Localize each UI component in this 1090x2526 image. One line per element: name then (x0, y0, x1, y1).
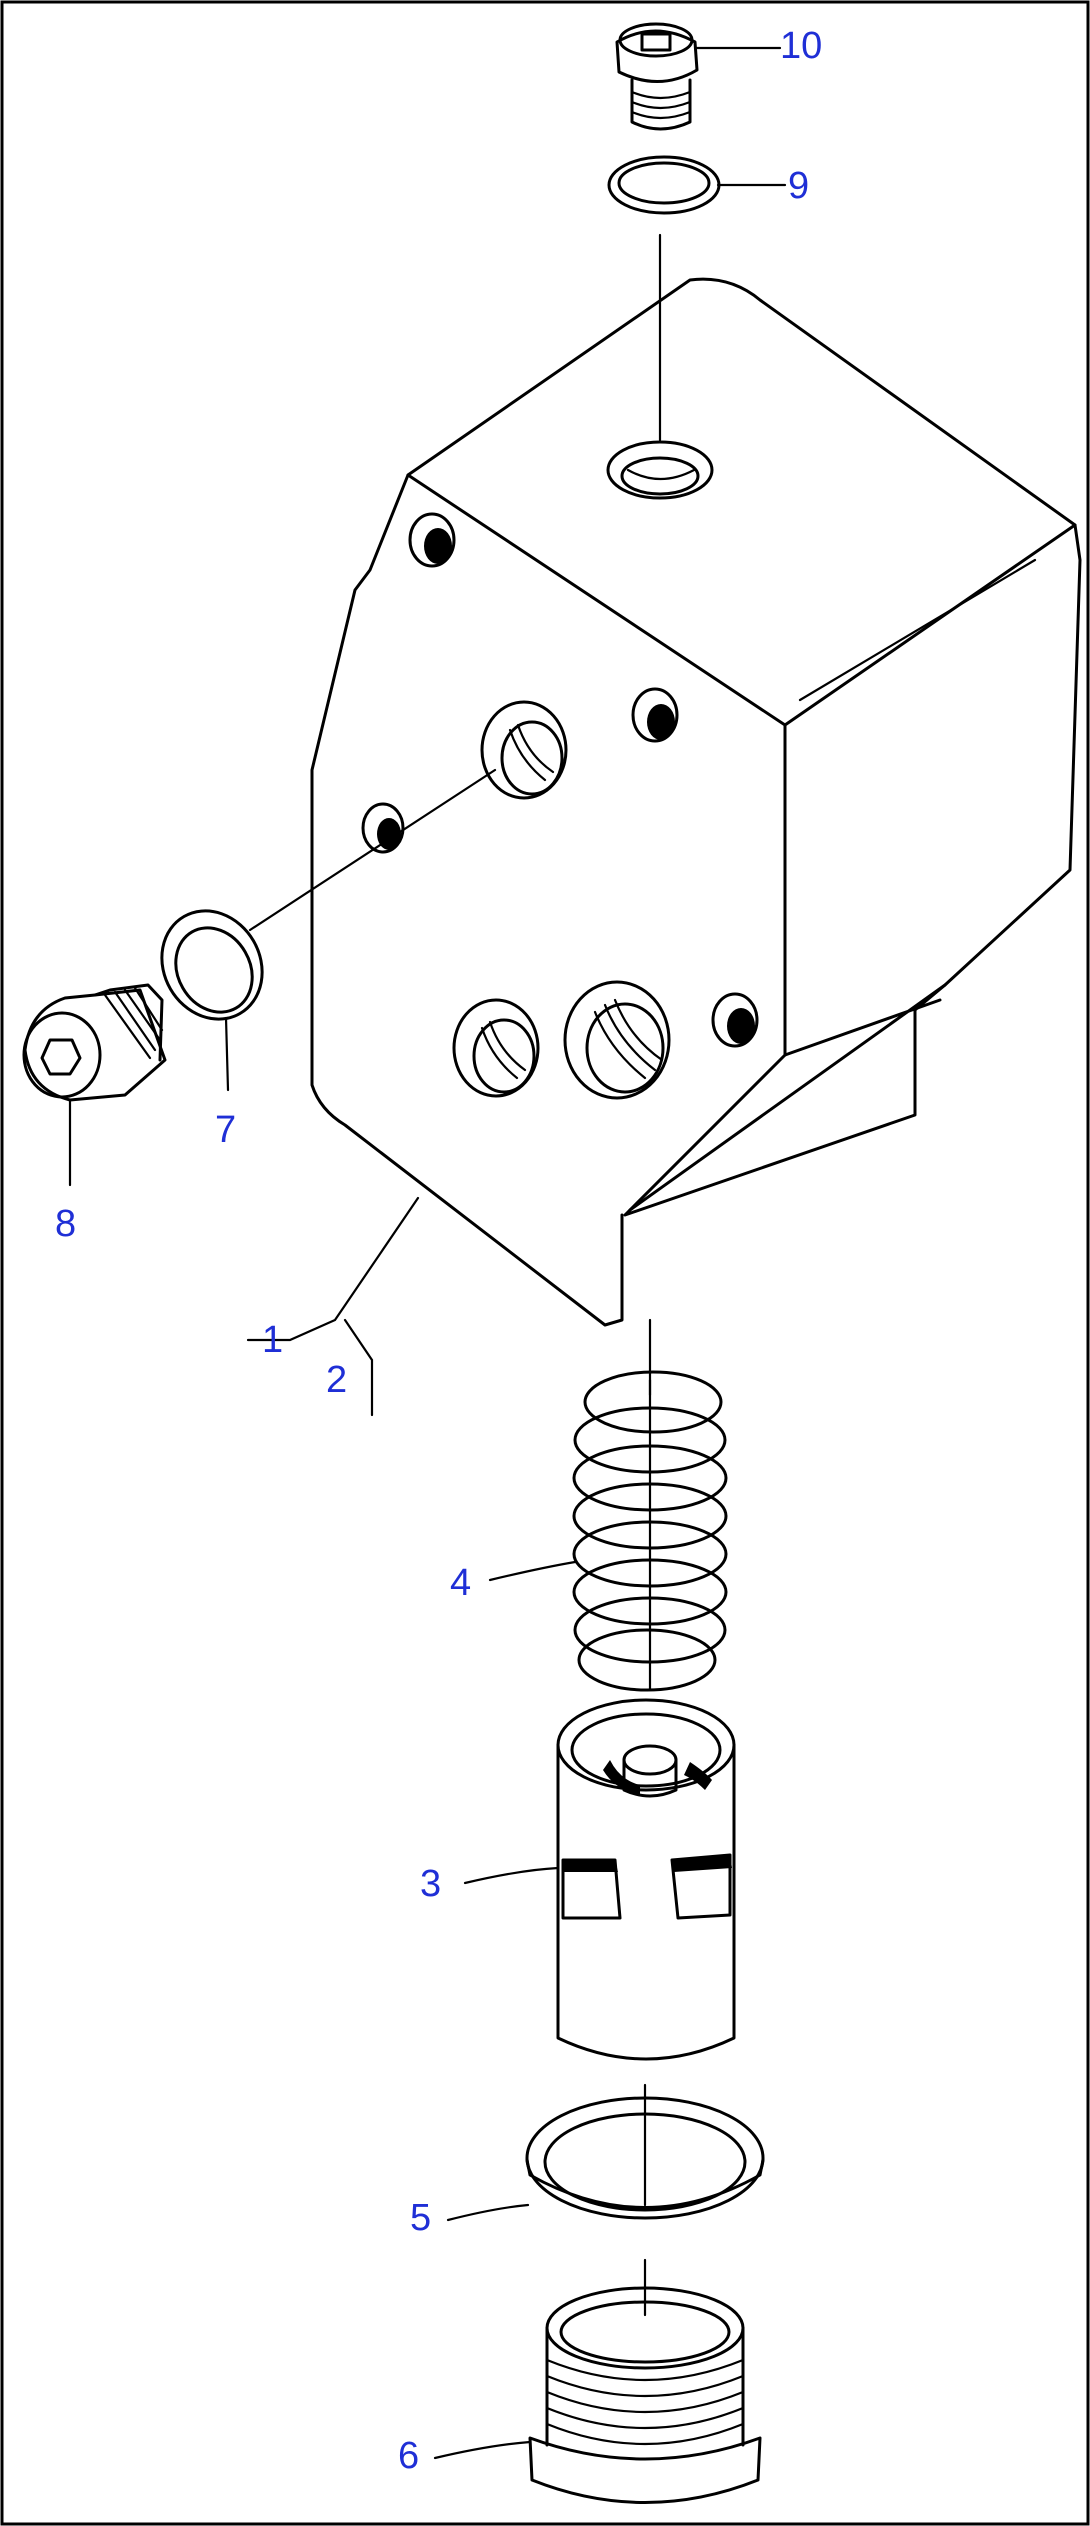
part-7-o-ring (160, 909, 264, 1021)
part-6-cap (528, 2286, 762, 2504)
part-label-7: 7 (215, 1109, 236, 1151)
part-label-8: 8 (55, 1203, 76, 1245)
part-label-5: 5 (410, 2197, 431, 2239)
part-label-10: 10 (780, 25, 822, 67)
part-label-9: 9 (788, 165, 809, 207)
part-label-3: 3 (420, 1863, 441, 1905)
part-1-valve-body (310, 277, 1082, 1327)
leader-4 (488, 1560, 577, 1582)
part-8-plug (22, 983, 167, 1102)
part-label-4: 4 (450, 1562, 471, 1604)
part-3-spool (556, 1698, 736, 2061)
leader-6 (433, 2440, 532, 2460)
part-10-plug (615, 22, 699, 131)
part-label-6: 6 (398, 2435, 419, 2477)
part-9-o-ring (607, 155, 721, 215)
leader-7 (224, 1016, 230, 1092)
part-label-2: 2 (326, 1359, 347, 1401)
leader-3 (463, 1866, 560, 1885)
part-label-1: 1 (262, 1319, 283, 1361)
part-4-spring (572, 1370, 728, 1692)
part-5-ring (525, 2096, 765, 2220)
leader-5 (446, 2203, 530, 2222)
leader-1-2 (246, 1196, 420, 1342)
